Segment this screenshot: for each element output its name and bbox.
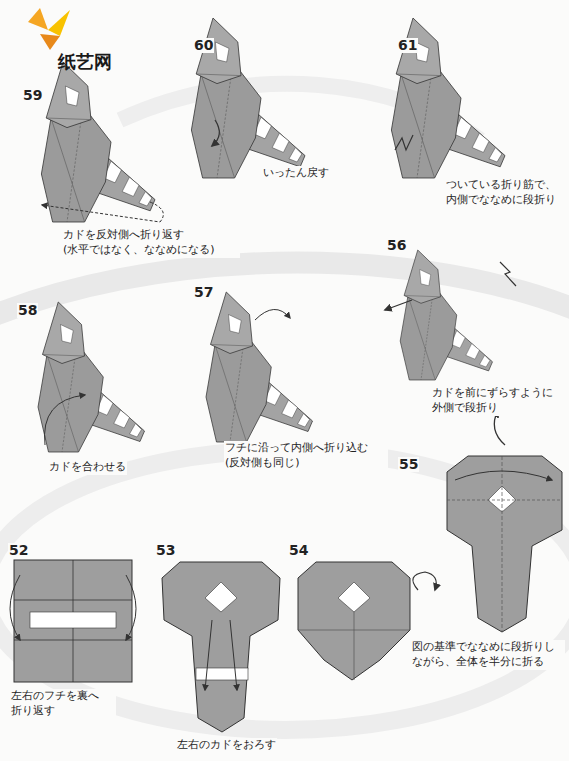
step-number: 55 (398, 457, 419, 472)
instruction-note: 図の基準でななめに段折りし ながら、全体を半分に折る (411, 640, 565, 670)
step-number: 54 (288, 543, 309, 558)
step-number: 58 (17, 303, 38, 318)
step-number: 52 (8, 543, 29, 558)
instruction-note: いったん戻す (262, 166, 330, 181)
instruction-note: フチに沿って内側へ折り込む (反対側も同じ) (224, 441, 388, 471)
instruction-note: ついている折り筋で、 内側でななめに段折り (445, 178, 565, 208)
instruction-note: 左右のフチを裏へ 折り返す (10, 689, 116, 719)
step-number: 57 (193, 285, 214, 300)
step-number: 60 (193, 38, 214, 53)
instruction-note: カドを合わせる (48, 460, 127, 475)
step-number: 56 (386, 238, 407, 253)
step-number: 61 (397, 38, 418, 53)
instruction-note: カドを反対側へ折り返す (水平ではなく、ななめになる) (62, 228, 240, 258)
instruction-note: 左右のカドをおろす (176, 738, 277, 753)
watermark: 纸艺网 (58, 52, 112, 72)
step-number: 59 (22, 88, 43, 103)
instruction-note: カドを前にずらすように 外側で段折り (431, 386, 565, 416)
step-number: 53 (155, 543, 176, 558)
